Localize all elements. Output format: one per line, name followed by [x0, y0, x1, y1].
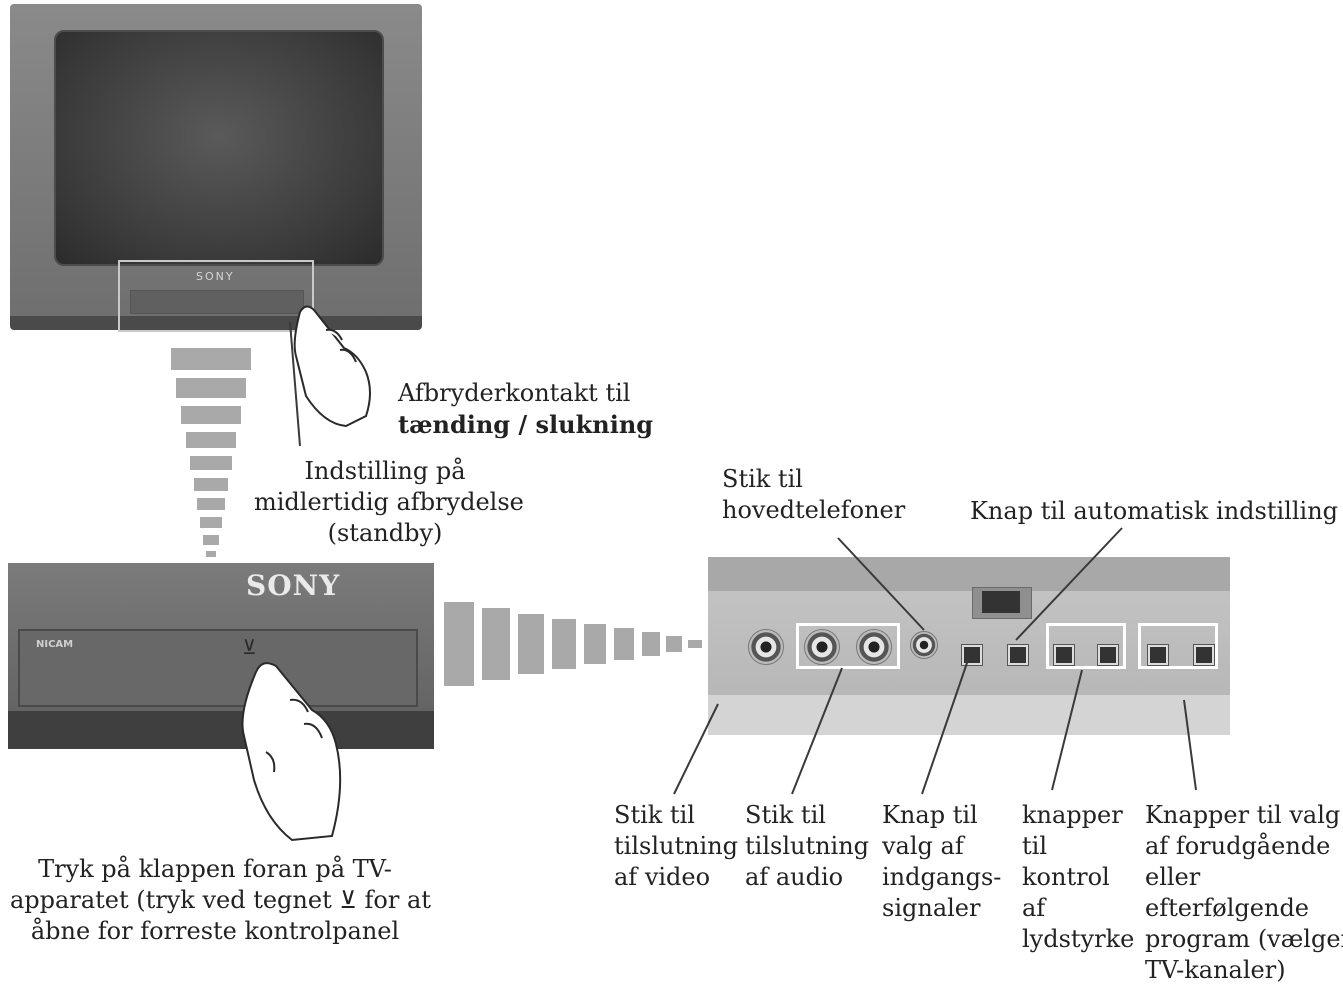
auto-tune-label: Knap til automatisk indstilling [970, 497, 1339, 525]
headphone-jack [910, 631, 938, 659]
standby-label: Indstilling på midlertidig afbrydelse (s… [254, 457, 524, 547]
headphones-label: Stik til hovedtelefoner [722, 465, 906, 524]
audio-jack-left [804, 629, 840, 665]
volume-label: knapper til kontrol af lydstyrke [1022, 801, 1135, 953]
video-input-label: Stik til tilslutning af video [614, 801, 739, 891]
connector-panel [708, 557, 1230, 735]
program-buttons-highlight [1138, 623, 1218, 669]
front-flap [18, 629, 418, 707]
power-switch-label: Afbryderkontakt til tænding / slukning [398, 379, 654, 439]
front-panel-base [8, 711, 434, 749]
input-select-leader-line [921, 659, 969, 795]
panel-slot-inner [982, 591, 1020, 613]
hand-pointer-icon-front [241, 662, 342, 842]
program-leader-line [1183, 699, 1197, 791]
audio-leader-line [791, 667, 843, 795]
volume-buttons-highlight [1046, 623, 1126, 669]
hand-pointer-icon [293, 305, 371, 428]
connector-panel-bottom [708, 695, 1230, 735]
video-leader-line [673, 703, 719, 795]
tv-brand-logo: SONY [196, 270, 235, 283]
audio-input-label: Stik til tilslutning af audio [745, 801, 870, 891]
volume-leader-line [1051, 669, 1083, 791]
tv-panel-highlight [118, 260, 314, 332]
tv-screen [54, 30, 384, 266]
input-select-label: Knap til valg af indgangs- signaler [882, 801, 1002, 922]
front-panel-closeup: SONY NICAM ⊻ [8, 563, 434, 749]
standby-leader-line [289, 321, 301, 447]
front-flap-label: Tryk på klappen foran på TV- apparatet (… [10, 855, 431, 945]
audio-jacks-highlight [796, 623, 900, 669]
tv-front-flap [130, 290, 304, 314]
auto-tune-button [1008, 645, 1028, 665]
video-jack [748, 629, 784, 665]
auto-tune-leader-line [1015, 527, 1123, 641]
headphones-leader-line [837, 537, 925, 631]
program-label: Knapper til valg af forudgående eller ef… [1145, 801, 1343, 984]
audio-jack-right [856, 629, 892, 665]
tv-set: SONY [10, 4, 422, 332]
flap-arrow-icon: ⊻ [242, 635, 257, 659]
connector-panel-top [708, 557, 1230, 591]
program-up-button [1194, 645, 1214, 665]
nicam-label: NICAM [36, 639, 74, 650]
volume-up-button [1098, 645, 1118, 665]
volume-down-button [1054, 645, 1074, 665]
program-down-button [1148, 645, 1168, 665]
front-panel-brand: SONY [246, 569, 341, 602]
